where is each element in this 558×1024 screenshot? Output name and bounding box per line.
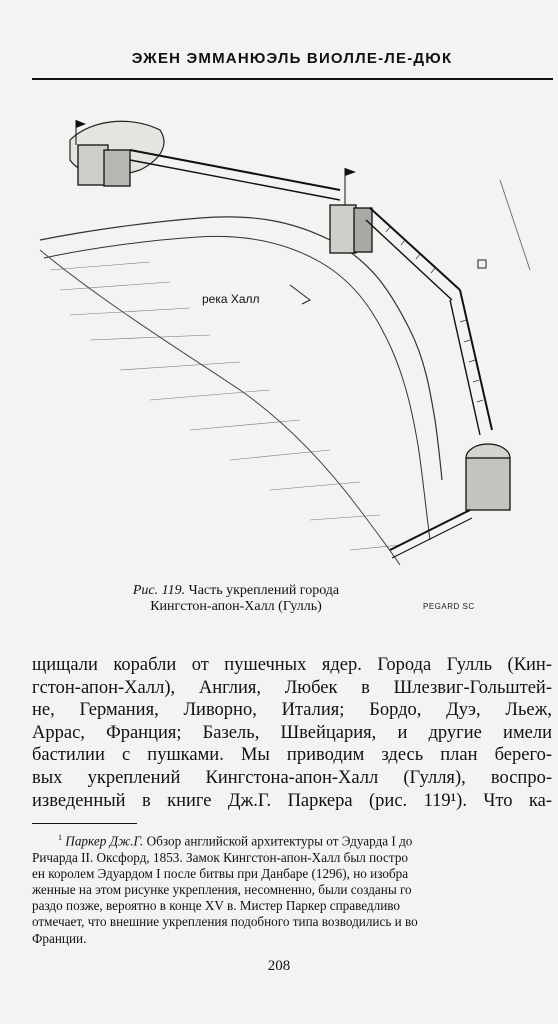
figure-caption: Рис. 119. Часть укреплений города Кингст… bbox=[86, 583, 386, 615]
west-tower bbox=[77, 144, 109, 186]
sea-wall-inner bbox=[391, 517, 473, 559]
north-wall-inner bbox=[129, 159, 341, 201]
small-building bbox=[477, 259, 487, 269]
footnote-line: женные на этом рисунке укрепления, несом… bbox=[32, 882, 412, 897]
body-paragraph: щищали корабли от пушечных ядер. Города … bbox=[32, 654, 552, 812]
header-rule bbox=[32, 78, 553, 80]
north-wall-outer bbox=[129, 149, 341, 191]
west-tower-side bbox=[103, 149, 131, 187]
figure-number: Рис. 119. bbox=[132, 583, 186, 598]
west-flag bbox=[76, 120, 86, 128]
river-bank bbox=[39, 249, 401, 566]
body-line: не, Германия, Ливорно, Италия; Бордо, Ду… bbox=[32, 700, 552, 721]
east-wall-lower-outer bbox=[459, 289, 493, 431]
body-line: вых укреплений Кингстона-апон-Халл (Гулл… bbox=[32, 767, 552, 788]
body-line: бастилии с пушками. Мы приводим здесь пл… bbox=[32, 745, 552, 766]
footnote-line-1: 1 Паркер Дж.Г. Обзор английской архитект… bbox=[32, 830, 552, 850]
footnote-line: Ричарда II. Оксфорд, 1853. Замок Кингсто… bbox=[32, 849, 409, 865]
footnote-author: Паркер Дж.Г. bbox=[65, 833, 144, 849]
sea-wall bbox=[389, 509, 471, 551]
running-title: ЭЖЕН ЭММАНЮЭЛЬ ВИОЛЛЕ-ЛЕ-ДЮК bbox=[131, 50, 453, 67]
central-flag bbox=[345, 168, 356, 176]
footnote-line: Франции. bbox=[32, 930, 87, 946]
footnote-line: ен королем Эдуардом I после битвы при Да… bbox=[32, 865, 409, 881]
crenellations bbox=[385, 226, 484, 403]
footnote-line: отмечает, что внешние укрепления подобно… bbox=[32, 914, 418, 930]
central-tower-side bbox=[353, 207, 373, 253]
footnote-rule bbox=[32, 823, 137, 824]
east-wall-lower-inner bbox=[449, 299, 481, 436]
river-label: река Халл bbox=[202, 292, 260, 306]
fortification-illustration: река Халл PEGARD SC Рис. 119. Часть укре… bbox=[30, 90, 554, 635]
body-line: Аррас, Франция; Базель, Швейцария, и дру… bbox=[32, 722, 552, 743]
east-wall-upper-inner bbox=[365, 219, 453, 301]
footnote: 1 Паркер Дж.Г. Обзор английской архитект… bbox=[32, 830, 552, 947]
road-line bbox=[499, 179, 531, 271]
body-line: щищали корабли от пушечных ядер. Города … bbox=[32, 655, 552, 675]
fortification-drawing bbox=[39, 120, 531, 566]
south-tower bbox=[465, 457, 511, 511]
river-hatching bbox=[49, 261, 401, 551]
jetty bbox=[289, 284, 311, 305]
shoreline bbox=[39, 216, 443, 481]
footnote-line: раздо позже, вероятно в конце XV в. Мист… bbox=[32, 898, 400, 914]
central-tower bbox=[329, 204, 357, 254]
page-number: 208 bbox=[267, 958, 291, 974]
caption-line-1: Часть укреплений города bbox=[188, 583, 340, 598]
inner-shore-line bbox=[43, 235, 431, 541]
footnote-marker: 1 bbox=[58, 833, 62, 842]
caption-line-2: Кингстон-апон-Халл (Гулль) bbox=[150, 599, 322, 614]
body-line: гстон-апон-Халл), Англия, Любек в Шлезви… bbox=[32, 677, 552, 698]
body-line: изведенный в книге Дж.Г. Паркера (рис. 1… bbox=[32, 790, 552, 811]
footnote-line-1-text: Обзор английской архитектуры от Эдуарда … bbox=[146, 833, 413, 849]
engraver-signature: PEGARD SC bbox=[423, 602, 475, 611]
east-wall-upper-outer bbox=[369, 207, 461, 291]
